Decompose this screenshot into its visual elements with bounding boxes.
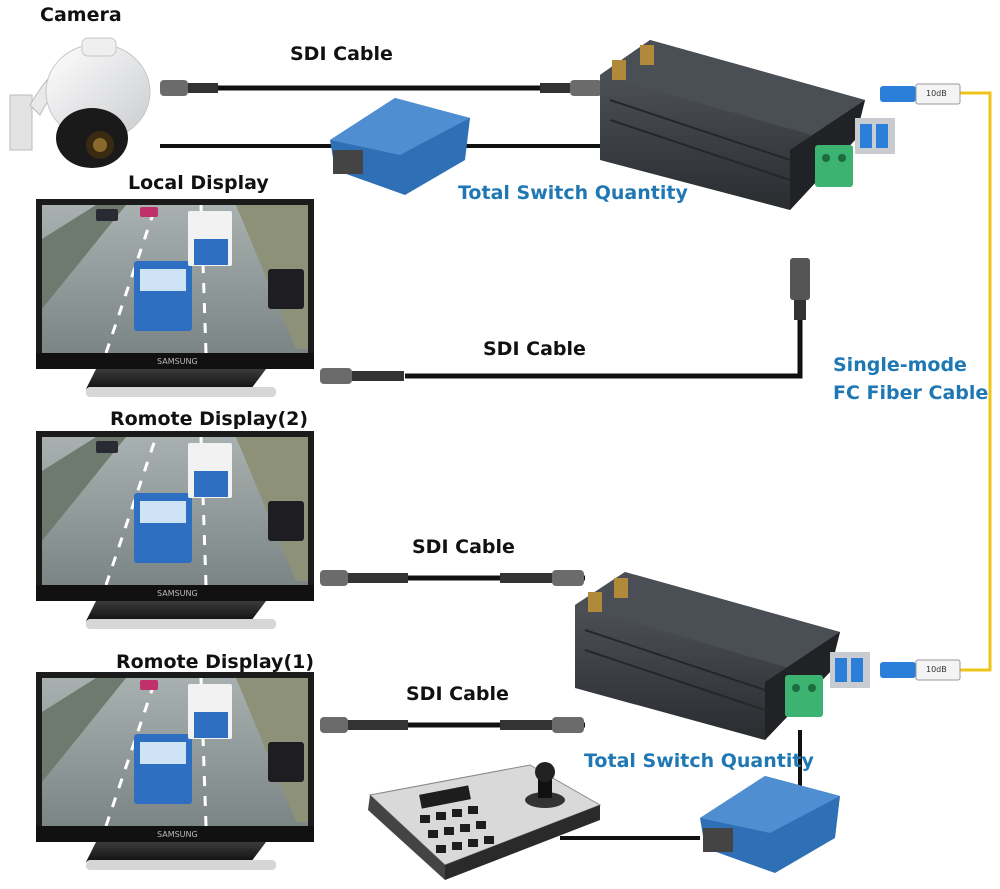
switch-bottom bbox=[700, 776, 840, 873]
camera-label: Camera bbox=[40, 4, 122, 26]
remote-display-1-label: Romote Display(1) bbox=[116, 651, 315, 673]
remote-display-2-label: Romote Display(2) bbox=[110, 408, 309, 430]
connector-label-bottom: 10dB bbox=[926, 665, 947, 674]
local-display-label: Local Display bbox=[128, 172, 269, 194]
sdi-cable-top bbox=[160, 80, 602, 96]
fiber-converter-top bbox=[600, 40, 895, 210]
camera-icon bbox=[9, 37, 151, 168]
switch-label-top: Total Switch Quantity bbox=[458, 182, 688, 204]
switch-label-bottom: Total Switch Quantity bbox=[584, 750, 814, 772]
fiber-label-line1: Single-mode bbox=[833, 354, 967, 376]
local-display-monitor bbox=[36, 199, 314, 397]
sdi-cable-remote1 bbox=[320, 717, 585, 733]
lc-connector-bottom bbox=[880, 659, 961, 681]
monitor-brand-local: SAMSUNG bbox=[157, 357, 198, 366]
monitor-brand-remote1: SAMSUNG bbox=[157, 830, 198, 839]
sdi-cable-local bbox=[320, 258, 810, 384]
monitor-brand-remote2: SAMSUNG bbox=[157, 589, 198, 598]
sdi-cable-label-local: SDI Cable bbox=[483, 338, 586, 360]
connector-label-top: 10dB bbox=[926, 89, 947, 98]
fiber-converter-bottom bbox=[575, 572, 870, 740]
sdi-cable-label-remote2: SDI Cable bbox=[412, 536, 515, 558]
switch-top bbox=[330, 98, 470, 195]
remote-display-1-monitor bbox=[36, 672, 314, 870]
sdi-cable-remote2 bbox=[320, 570, 585, 586]
ptz-keyboard bbox=[368, 762, 602, 880]
sdi-cable-label-remote1: SDI Cable bbox=[406, 683, 509, 705]
remote-display-2-monitor bbox=[36, 431, 314, 629]
fiber-label-line2: FC Fiber Cable bbox=[833, 382, 989, 404]
fiber-cable bbox=[960, 91, 992, 672]
lc-connector-top bbox=[880, 83, 961, 105]
sdi-cable-label-top: SDI Cable bbox=[290, 43, 393, 65]
